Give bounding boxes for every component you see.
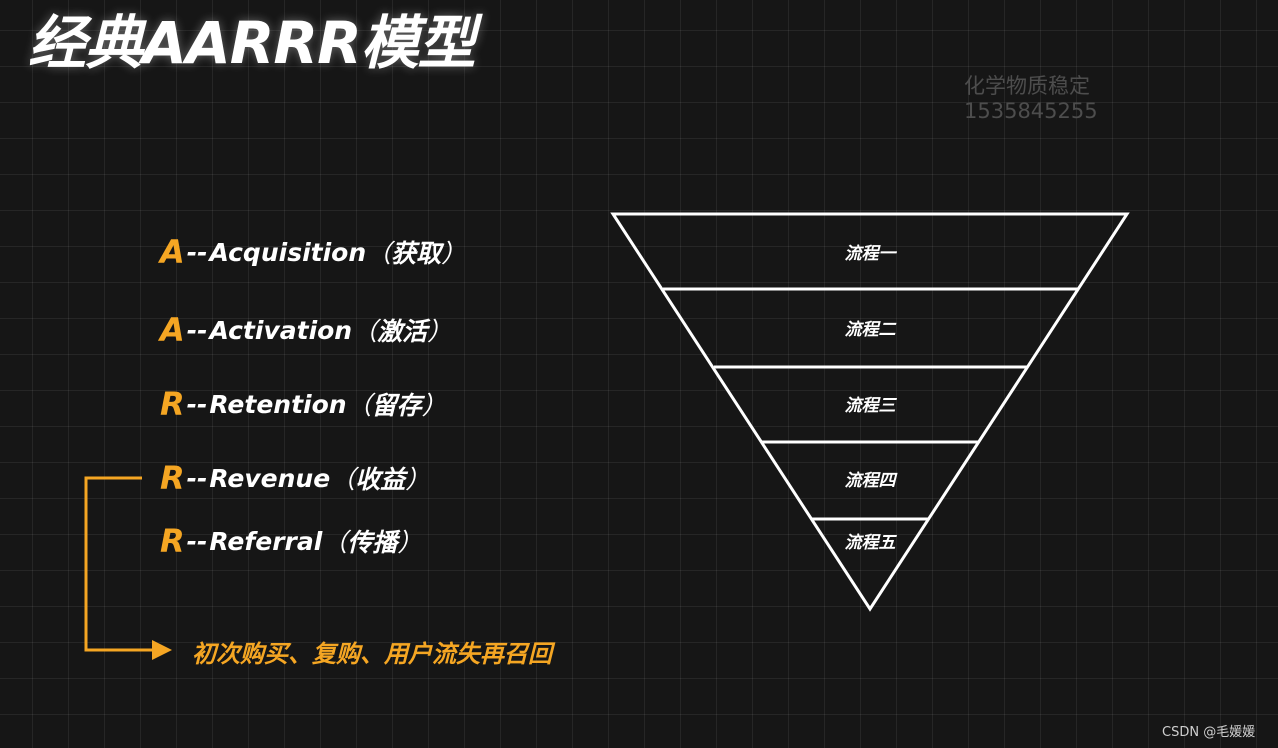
stage-row-referral: R -- Referral （ 传播 ） — [160, 521, 422, 561]
stage-dash: -- — [186, 389, 208, 419]
stage-dash: -- — [186, 315, 208, 345]
stage-row-activation: A -- Activation （ 激活 ） — [160, 310, 452, 350]
stage-dash: -- — [186, 463, 208, 493]
stage-dash: -- — [186, 526, 208, 556]
stage-dash: -- — [186, 237, 208, 267]
funnel-level-4-label: 流程四 — [845, 471, 899, 491]
stage-name: Activation — [209, 315, 353, 345]
stage-paren-close: ） — [427, 317, 453, 346]
funnel-level-2-label: 流程二 — [845, 320, 898, 340]
stage-paren-open: （ — [366, 239, 392, 268]
funnel-outline — [610, 212, 1130, 612]
stage-paren-open: （ — [352, 317, 378, 346]
page-title: 经典AARRR模型 — [28, 9, 476, 77]
stage-cn-name: 获取 — [391, 239, 442, 268]
watermark: 化学物质稳定 1535845255 — [964, 74, 1114, 124]
bracket-line — [84, 476, 160, 652]
funnel-level-3-label: 流程三 — [845, 396, 898, 416]
watermark-line-1: 化学物质稳定 — [964, 74, 1090, 98]
stage-cn-name: 传播 — [347, 528, 398, 557]
stage-cn-name: 留存 — [371, 391, 422, 420]
arrowhead-icon — [152, 640, 172, 660]
stage-paren-close: ） — [397, 528, 423, 557]
stage-name: Retention — [209, 389, 347, 419]
stage-cn-name: 收益 — [355, 465, 406, 494]
stage-paren-open: （ — [322, 528, 348, 557]
stage-name: Acquisition — [209, 237, 367, 267]
revenue-note: 初次购买、复购、用户流失再召回 — [192, 640, 552, 668]
stage-letter: R — [160, 385, 185, 423]
stage-letter: A — [160, 311, 185, 349]
watermark-line-2: 1535845255 — [964, 99, 1098, 123]
stage-paren-open: （ — [346, 391, 372, 420]
funnel-level-5-label: 流程五 — [845, 533, 898, 553]
stage-paren-close: ） — [405, 465, 431, 494]
funnel-level-1-label: 流程一 — [845, 244, 898, 264]
stage-row-acquisition: A -- Acquisition （ 获取 ） — [160, 232, 466, 272]
stage-letter: R — [160, 522, 185, 560]
stage-cn-name: 激活 — [377, 317, 428, 346]
stage-name: Referral — [209, 526, 323, 556]
stage-name: Revenue — [209, 463, 331, 493]
stage-letter: A — [160, 233, 185, 271]
credit-text: CSDN @毛媛媛 — [1162, 725, 1256, 740]
funnel-diagram: 流程一 流程二 流程三 流程四 流程五 — [610, 212, 1130, 612]
stage-paren-close: ） — [421, 391, 447, 420]
stage-row-revenue: R -- Revenue （ 收益 ） — [160, 458, 430, 498]
stage-row-retention: R -- Retention （ 留存 ） — [160, 384, 447, 424]
revenue-bracket-arrow — [84, 476, 172, 660]
stage-paren-close: ） — [441, 239, 467, 268]
stage-letter: R — [160, 459, 185, 497]
stage-paren-open: （ — [330, 465, 356, 494]
